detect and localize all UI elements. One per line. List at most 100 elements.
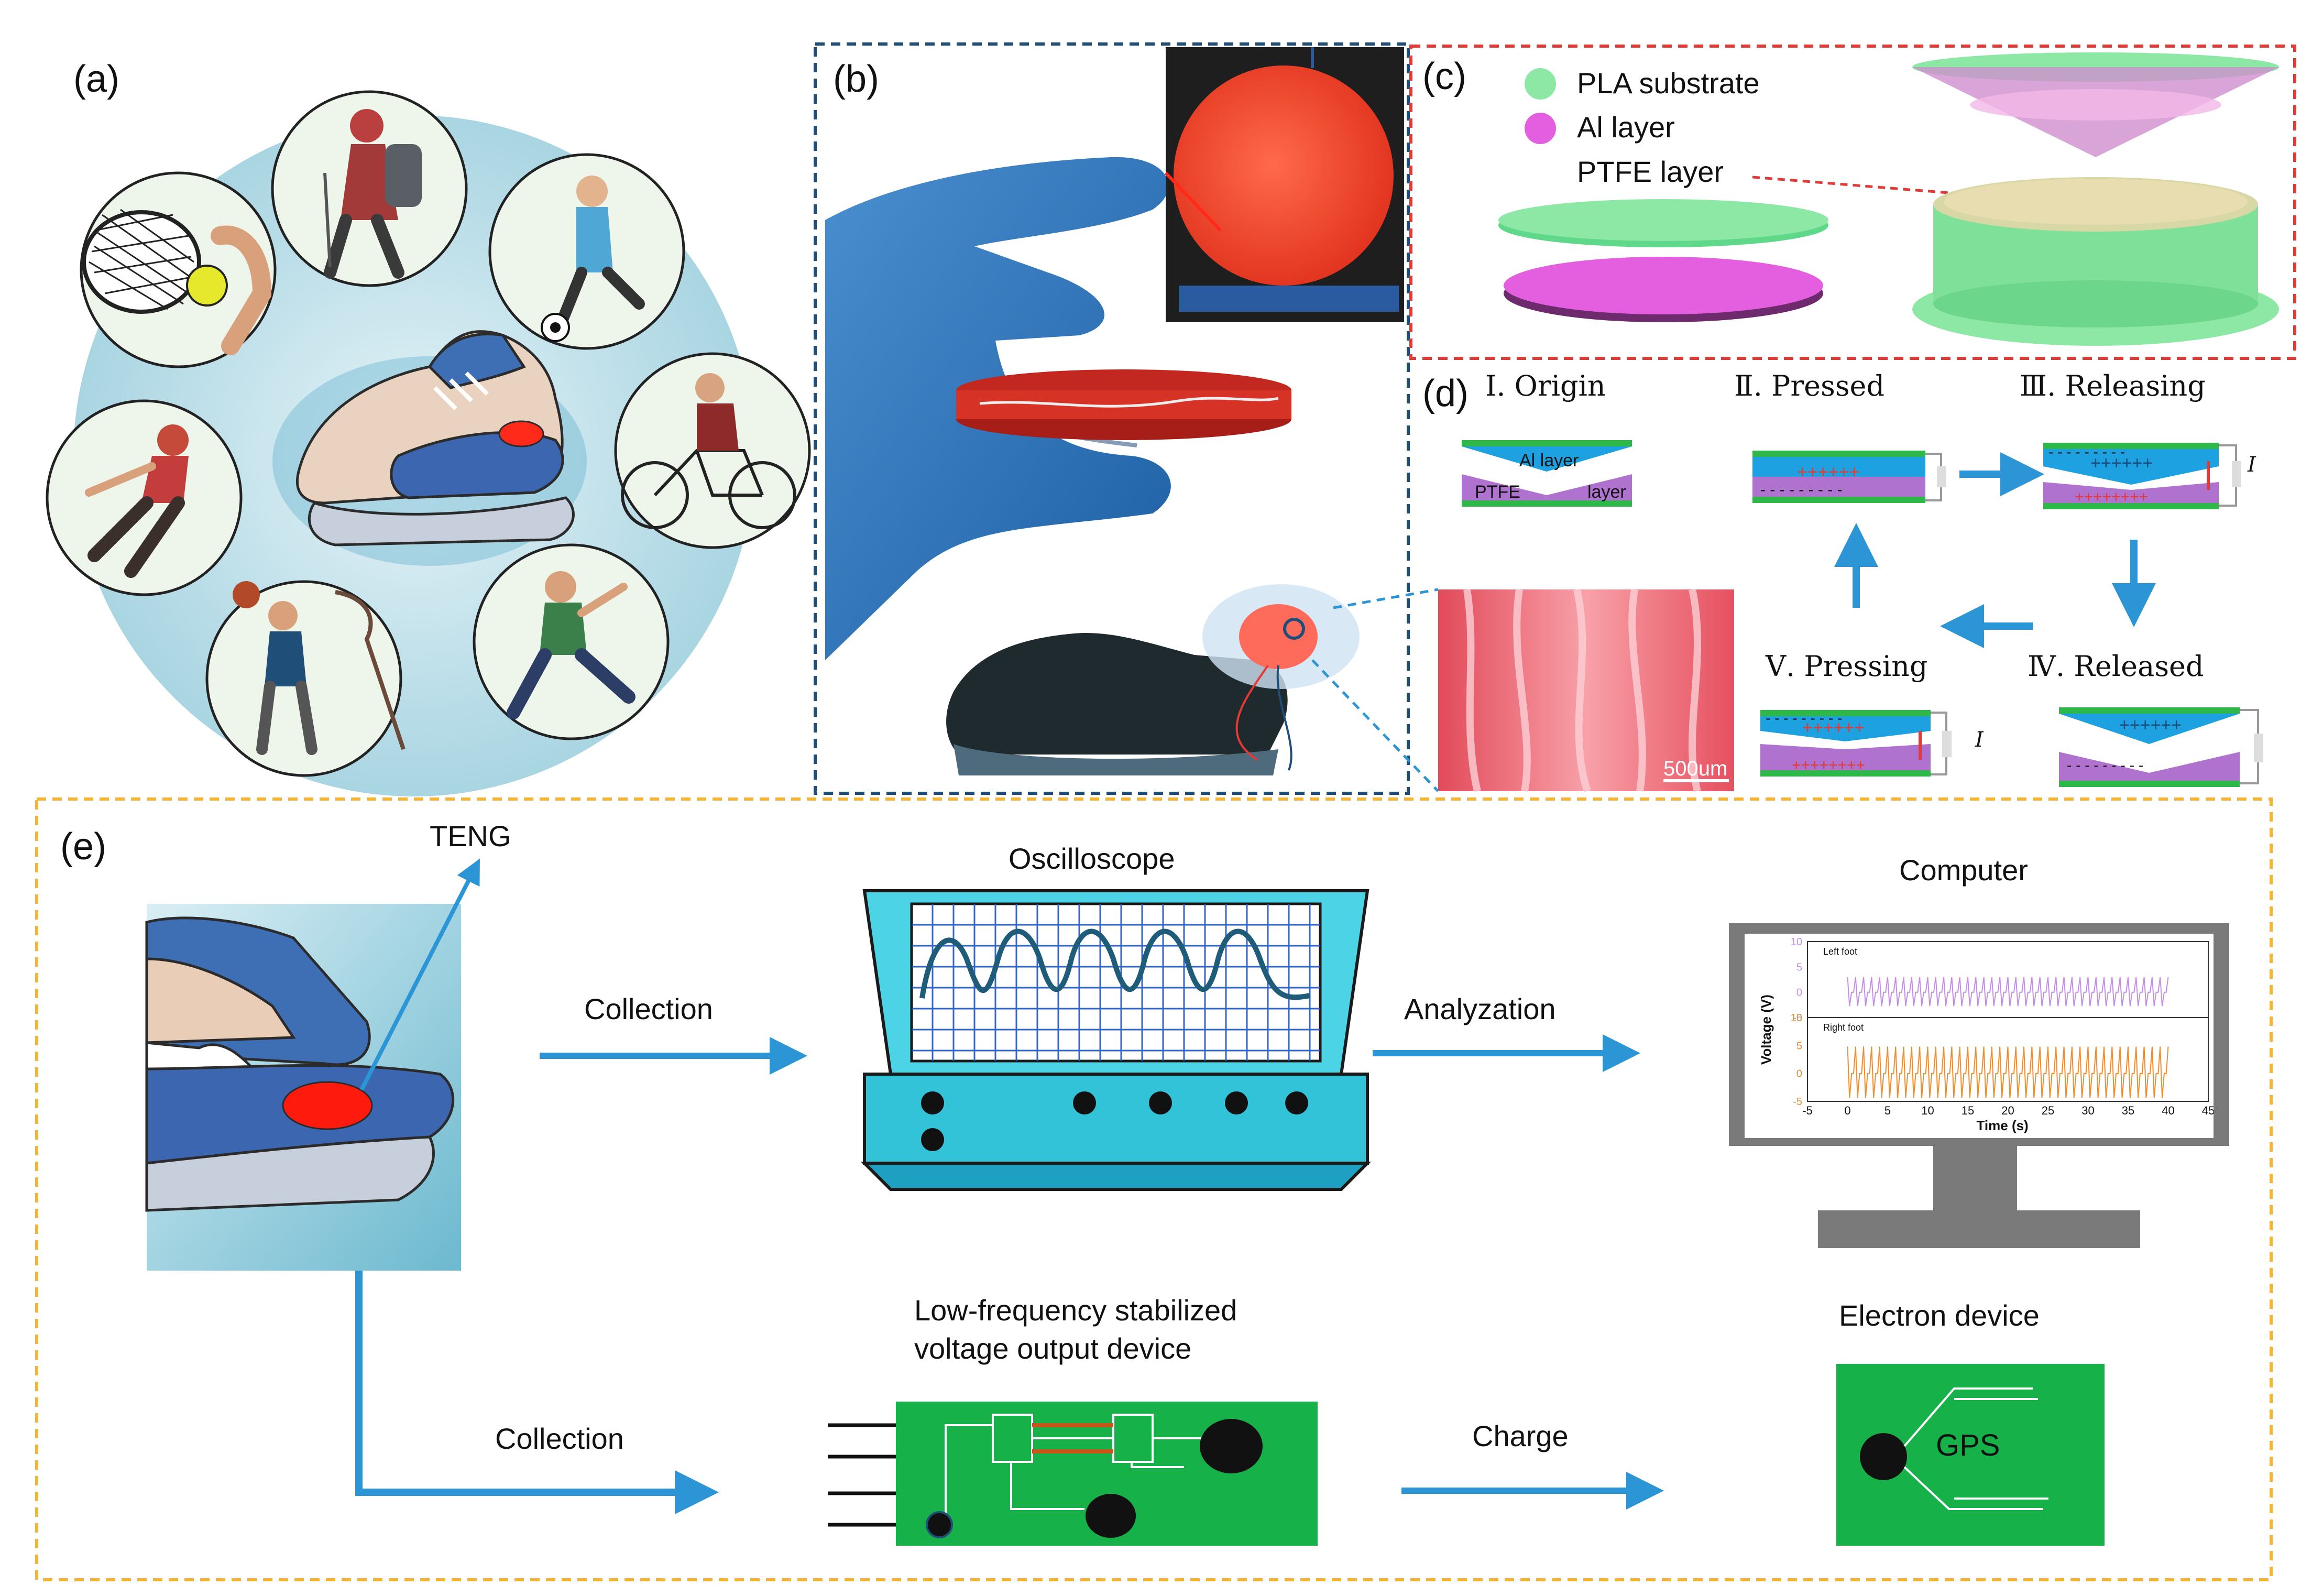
state-pressed-diagram: ++++++ - - - - - - - - - <box>1752 451 1946 503</box>
chart-frame-1 <box>1807 1017 2209 1102</box>
assembled-device-right <box>1912 52 2279 346</box>
teng-shoe-closeup <box>145 858 480 1271</box>
pressing-plus-charges: ++++++ <box>1802 718 1865 738</box>
panel-a-label: (a) <box>73 58 119 100</box>
collection-bottom-label: Collection <box>495 1422 624 1455</box>
chart-legend-0: Left foot <box>1823 946 1857 957</box>
origin-ptfe-label: PTFE <box>1475 482 1520 502</box>
chart-xtick: 30 <box>2081 1104 2094 1117</box>
computer-label: Computer <box>1899 854 2028 887</box>
sport-circle-soccer <box>488 153 685 350</box>
chart-ytick: 0 <box>1796 1068 1802 1080</box>
state-released-title: Ⅳ. Released <box>2028 650 2204 683</box>
legend-al-swatch <box>1525 113 1556 144</box>
lowfreq-label-line1: Low-frequency stabilized <box>914 1294 1237 1327</box>
exploded-discs-left <box>1498 199 1828 322</box>
electron-device-label: Electron device <box>1839 1299 2040 1332</box>
center-shoe-teng-disc <box>498 420 544 447</box>
legend-pla-swatch <box>1525 68 1556 100</box>
panel-b: (b) <box>814 42 1734 795</box>
chart-ytick: -5 <box>1793 1096 1802 1108</box>
legend-ptfe-label: PTFE layer <box>1577 155 1724 188</box>
sport-circle-hiking <box>271 90 468 287</box>
state-origin-diagram: Al layer PTFE layer <box>1462 440 1632 507</box>
releasing-minus-charges: - - - - - - - - - <box>2048 444 2125 460</box>
released-minus-charges: - - - - - - - - - <box>2067 757 2143 773</box>
sport-circle-tennis <box>80 171 277 368</box>
panel-a: (a) <box>46 58 811 796</box>
chart-ytick: 10 <box>1791 936 1802 948</box>
arrow-teng-to-lowfreq <box>355 1271 719 1514</box>
panel-e: (e) TENG Collection Oscilloscope <box>35 797 2273 1581</box>
lowfreq-pcb <box>828 1402 1318 1546</box>
pressing-minus-charges: - - - - - - - - - <box>1766 710 1842 726</box>
panel-d: (d) Ⅰ. Origin Ⅱ. Pressed Ⅲ. Releasing Al… <box>1422 369 2263 787</box>
chart-ytick: 10 <box>1791 1012 1802 1024</box>
state-pressing-title: Ⅴ. Pressing <box>1765 650 1927 683</box>
scale-bar-label: 500um <box>1663 757 1727 780</box>
teng-label: TENG <box>430 819 511 852</box>
state-pressed-title: Ⅱ. Pressed <box>1734 369 1884 402</box>
released-plus-charges: ++++++ <box>2119 715 2182 735</box>
releasing-plus-bottom: ++++++++ <box>2075 488 2148 506</box>
electron-device-pcb: GPS <box>1836 1364 2105 1546</box>
panel-b-frame <box>814 42 1410 795</box>
chart-series-0 <box>1847 977 2169 1007</box>
panel-c-frame <box>1409 45 2296 360</box>
lowfreq-label-line2: voltage output device <box>914 1332 1191 1365</box>
releasing-current-symbol: I <box>2247 453 2256 477</box>
sneaker-photo <box>946 584 1360 775</box>
panel-d-label: (d) <box>1422 373 1469 414</box>
releasing-plus-charges: ++++++ <box>2090 453 2153 473</box>
legend-pla-label: PLA substrate <box>1577 67 1760 100</box>
collection-top-label: Collection <box>584 992 713 1025</box>
charge-label: Charge <box>1472 1419 1569 1452</box>
sport-circle-cycling <box>614 352 811 549</box>
sport-circle-skating <box>46 399 243 596</box>
state-releasing-diagram: ++++++ ++++++++ - - - - - - - - - I <box>2043 443 2256 509</box>
chart-xtick: 0 <box>1844 1104 1850 1117</box>
gps-label: GPS <box>1936 1428 2000 1462</box>
ptfe-micrograph: 500um <box>1438 588 1734 793</box>
panel-e-label: (e) <box>60 826 106 868</box>
center-shoe-illustration <box>272 330 587 566</box>
pressed-minus-charges: - - - - - - - - - <box>1760 481 1843 498</box>
oscilloscope-label: Oscilloscope <box>1009 842 1175 875</box>
origin-al-label: Al layer <box>1519 451 1579 471</box>
sport-circle-basketball <box>205 580 406 777</box>
chart-xtick: 35 <box>2122 1104 2134 1117</box>
oscilloscope-waveform <box>919 928 1310 1000</box>
teng-device-photo <box>956 369 1291 440</box>
chart-series-1 <box>1847 1046 2169 1098</box>
chart-xtick: 15 <box>1962 1104 1974 1117</box>
pressed-plus-charges: ++++++ <box>1797 462 1859 482</box>
teng-disc <box>282 1081 373 1130</box>
legend-al-label: Al layer <box>1577 111 1675 144</box>
state-released-diagram: ++++++ - - - - - - - - - <box>2059 707 2263 787</box>
sport-circle-running <box>473 543 670 740</box>
chart-xtick: 40 <box>2162 1104 2174 1117</box>
pressing-current-symbol: I <box>1975 728 1984 752</box>
panel-b-label: (b) <box>833 58 879 100</box>
panel-c: (c) PLA substrate Al layer PTFE layer <box>1409 45 2296 360</box>
chart-xtick: 45 <box>2202 1104 2215 1117</box>
chart-xtick: 20 <box>2001 1104 2014 1117</box>
state-origin-title: Ⅰ. Origin <box>1485 369 1606 402</box>
chart-xtick: 25 <box>2042 1104 2054 1117</box>
chart-legend-1: Right foot <box>1823 1022 1864 1033</box>
analyzation-label: Analyzation <box>1404 992 1556 1025</box>
state-releasing-title: Ⅲ. Releasing <box>2020 369 2206 402</box>
chart-xtick: 5 <box>1884 1104 1891 1117</box>
pressing-plus-bottom: ++++++++ <box>1792 757 1865 774</box>
chart-xtick: 10 <box>1921 1104 1934 1117</box>
origin-layer-label: layer <box>1587 482 1626 502</box>
chart-ytick: 5 <box>1796 961 1802 973</box>
teng-pointer-arrow <box>359 858 480 1091</box>
state-pressing-diagram: ++++++ ++++++++ - - - - - - - - - I <box>1760 710 1984 777</box>
chart-xlabel: Time (s) <box>1977 1118 2029 1133</box>
chart-ytick: 0 <box>1796 987 1802 999</box>
panel-e-frame <box>35 797 2273 1581</box>
chart-ylabel: Voltage (V) <box>1758 994 1774 1065</box>
